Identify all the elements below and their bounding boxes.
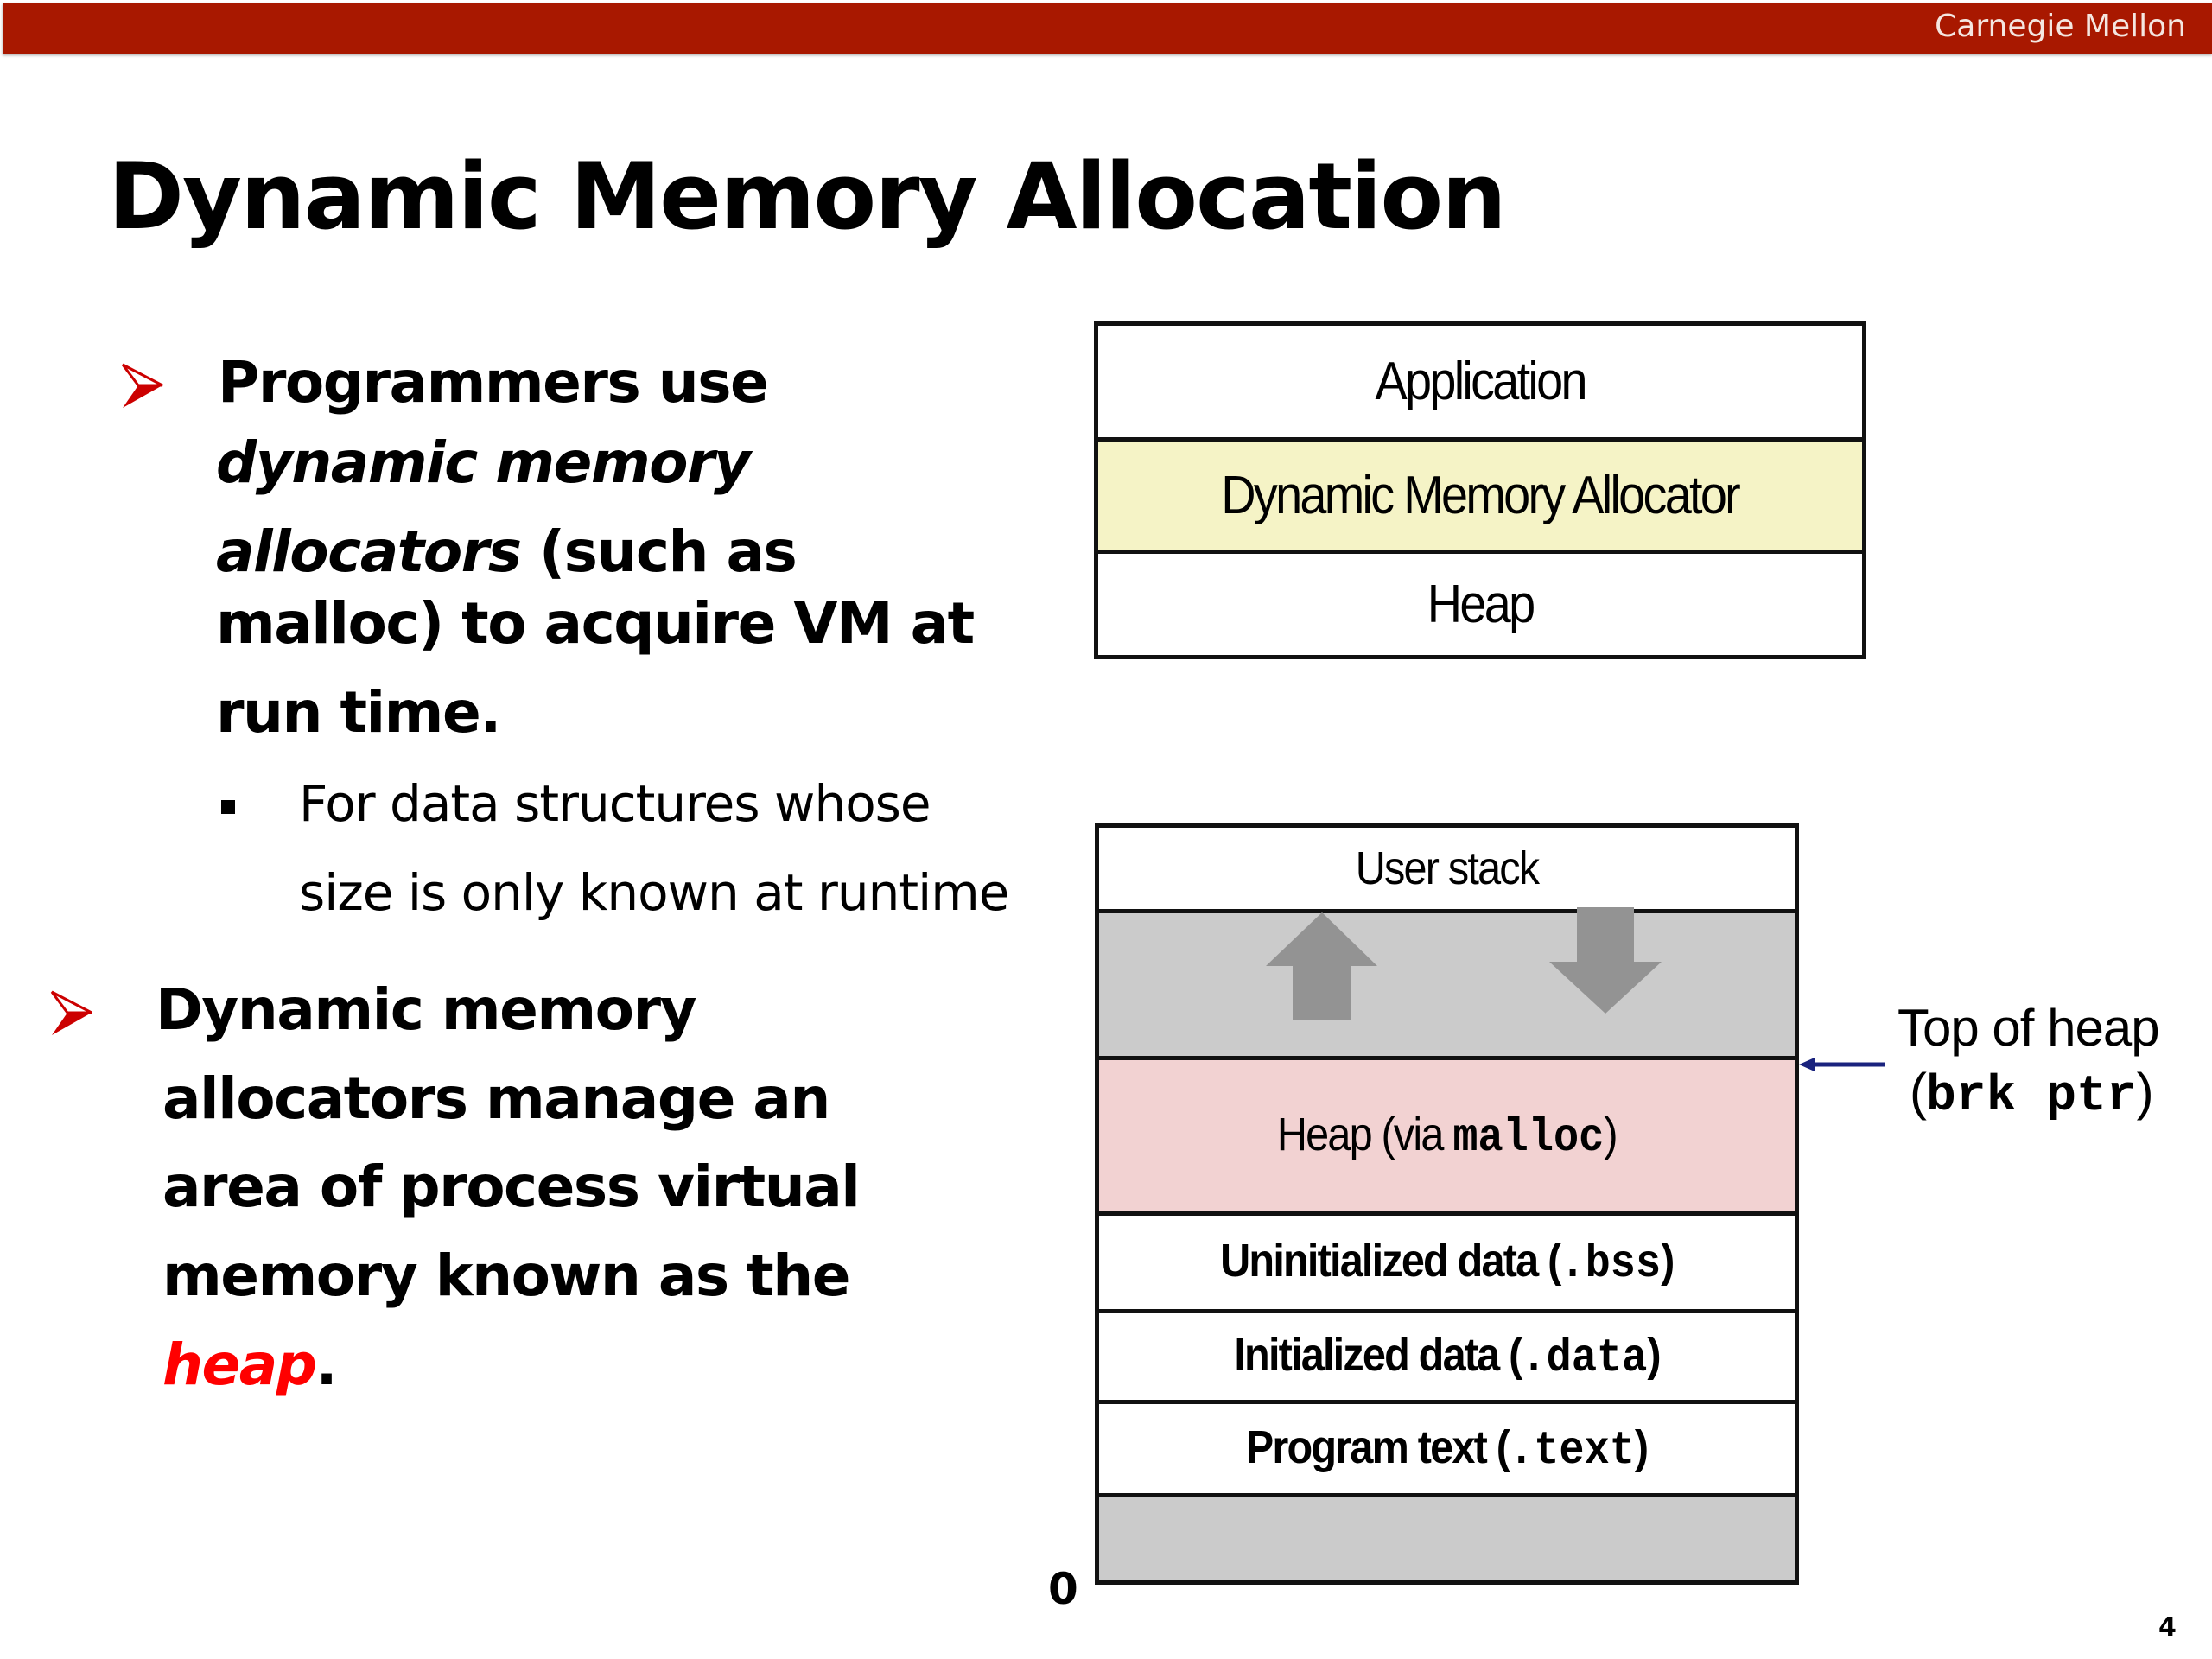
- bullet-1-line-2: dynamic memory: [216, 429, 751, 496]
- square-bullet-icon: [221, 800, 235, 814]
- bullet-2-line-2: allocators manage an: [162, 1065, 830, 1132]
- segment-data: Initialized data (.data): [1099, 1309, 1795, 1400]
- slide-title: Dynamic Memory Allocation: [108, 143, 1507, 250]
- brand-label: Carnegie Mellon: [1935, 9, 2186, 44]
- segment-reserved-bottom: [1099, 1493, 1795, 1580]
- memory-layout-diagram: User stack Heap (via malloc) Uninitializ…: [1095, 823, 1799, 1585]
- address-zero-label: 0: [1048, 1564, 1078, 1614]
- layer-heap: Heap: [1098, 550, 1862, 655]
- emphasis-heap: heap: [162, 1332, 317, 1398]
- bullet-1-line-5: run time.: [216, 679, 501, 746]
- layer-application: Application: [1098, 326, 1862, 437]
- bullet-2-line-4: memory known as the: [162, 1243, 850, 1309]
- top-of-heap-label: Top of heap (brk ptr): [1897, 999, 2160, 1125]
- bullet-2-line-1: Dynamic memory: [156, 976, 697, 1043]
- segment-user-stack: User stack: [1099, 828, 1795, 909]
- segment-bss: Uninitialized data (.bss): [1099, 1211, 1795, 1309]
- emphasis-allocators: allocators: [216, 518, 522, 585]
- sub-bullet-line-2: size is only known at runtime: [299, 863, 1009, 922]
- segment-heap: Heap (via malloc): [1099, 1056, 1795, 1211]
- stack-grows-down-icon: [1549, 907, 1662, 1014]
- segment-text: Program text (.text): [1099, 1400, 1795, 1493]
- sub-bullet-line-1: For data structures whose: [299, 774, 931, 833]
- layer-dynamic-memory-allocator: Dynamic Memory Allocator: [1098, 437, 1862, 550]
- header-bar: [3, 3, 2212, 54]
- brk-ptr-code: brk ptr: [1925, 1069, 2137, 1125]
- bullet-1-line-3: allocators (such as: [216, 518, 798, 585]
- bullet-1-line-1: Programmers use: [218, 349, 769, 416]
- bullet-2-line-3: area of process virtual: [162, 1154, 861, 1220]
- segment-unmapped-gap: [1099, 909, 1795, 1056]
- heap-grows-up-icon: [1266, 912, 1377, 1020]
- bullet-2-line-5: heap.: [162, 1332, 338, 1398]
- page-number: 4: [2158, 1612, 2177, 1643]
- allocator-layer-diagram: Application Dynamic Memory Allocator Hea…: [1094, 321, 1866, 659]
- brk-pointer-arrow-icon: [1799, 1058, 1885, 1071]
- arrow-bullet-icon: [50, 990, 92, 1035]
- bullet-1-line-4: malloc) to acquire VM at: [216, 590, 975, 657]
- arrow-bullet-icon: [121, 363, 163, 408]
